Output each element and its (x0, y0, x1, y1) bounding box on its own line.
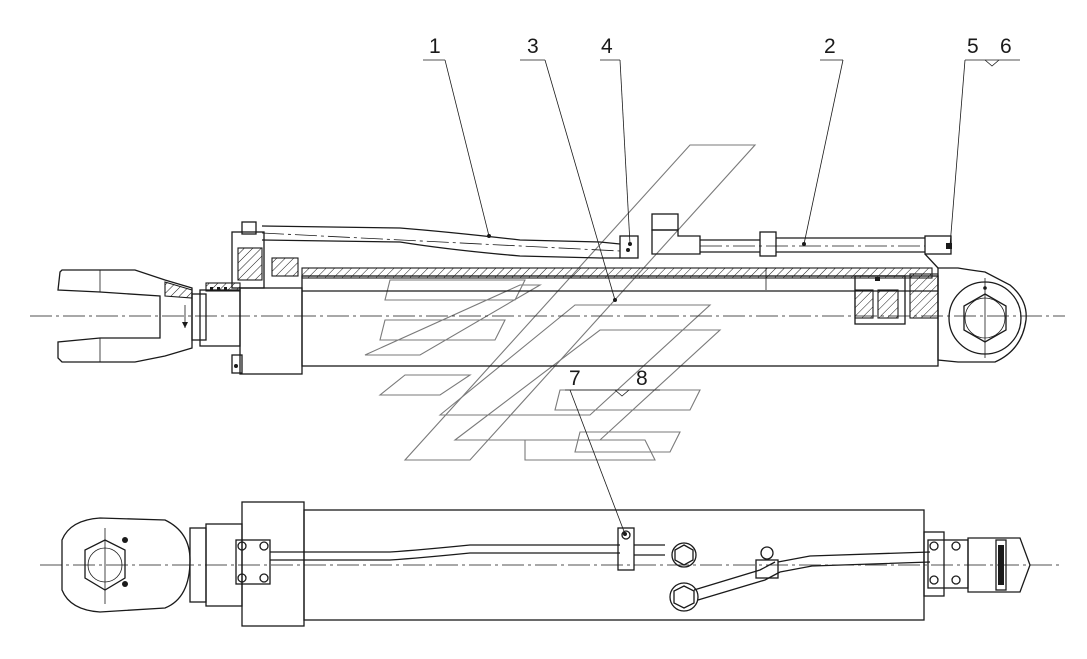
seal-mark-1 (210, 287, 213, 291)
bottom-clamp-left (617, 527, 635, 571)
bottom-right-end (967, 537, 1031, 593)
clevis-arrow-head (182, 322, 188, 328)
tube-end-connector (924, 253, 939, 269)
bottom-tube-upper (270, 544, 620, 553)
bottom-tube-right-lower (779, 561, 931, 573)
piston-seal-mark (875, 277, 880, 281)
gland-hatch (205, 282, 241, 292)
left-eye-hole-1 (122, 537, 128, 543)
gland-bolt-dot (234, 364, 238, 368)
bottom-branch-nut (669, 582, 699, 612)
watermark-logo (364, 144, 757, 461)
tube-centerline (261, 232, 621, 252)
tube-lower (261, 239, 620, 259)
gland-bolt-tr (259, 541, 269, 551)
callout-6: 6 (1000, 35, 1012, 58)
piston-hatch-1 (854, 289, 874, 319)
right-bolt-tl (929, 541, 939, 551)
bottom-branch-clamp (755, 559, 779, 579)
piston-hatch-2 (877, 289, 899, 319)
gland-housing (239, 287, 303, 375)
end-cap-hatch (909, 273, 939, 319)
tube-clamp-left-dot (626, 248, 630, 252)
rod-end (191, 293, 207, 341)
bottom-fitting-hex (674, 544, 694, 566)
bottom-branch-lower (697, 571, 781, 601)
bottom-tube-lower (270, 552, 620, 561)
bottom-branch-hex (673, 585, 695, 609)
callout-numbers: 1 3 4 2 5 6 7 8 (429, 35, 1012, 390)
tube-clamp-left (619, 235, 639, 259)
rear-port-block (231, 231, 265, 289)
callout-7: 7 (569, 367, 581, 390)
seal-mark-3 (224, 287, 227, 291)
bottom-gland-block (241, 501, 305, 627)
callout-3: 3 (527, 35, 539, 58)
seal-mark-2 (217, 287, 220, 291)
gland-bolt-tl (237, 541, 247, 551)
right-bolt-br (951, 575, 961, 585)
bottom-clamp-left-bolt (621, 530, 631, 540)
elbow-cap (651, 213, 679, 231)
rear-port-bolt (241, 221, 257, 235)
callout-leaders (423, 59, 1020, 535)
tube-upper (261, 225, 621, 245)
callout-5: 5 (967, 35, 979, 58)
bottom-right-flange (927, 539, 969, 589)
callout-1: 1 (429, 35, 441, 58)
callout-2: 2 (824, 35, 836, 58)
bottom-tube-right-upper (777, 551, 931, 563)
rear-port-hatch (237, 247, 263, 281)
barrel (301, 275, 939, 367)
bottom-right-cap (923, 531, 945, 597)
port-nut-hatch (271, 257, 299, 277)
callout-4: 4 (601, 35, 613, 58)
left-eye-hole-2 (122, 581, 128, 587)
bottom-fitting-nut (671, 542, 697, 568)
bottom-right-band (995, 539, 1007, 591)
bottom-view (40, 501, 1060, 627)
tube-clamp-right (759, 231, 777, 257)
barrel-wall-hatch (301, 267, 933, 279)
right-bolt-tr (951, 541, 961, 551)
gland-bolt (231, 354, 243, 374)
gland-bolt-br (259, 573, 269, 583)
top-view (30, 213, 1065, 536)
right-eye-end (937, 267, 1027, 363)
gland-bolt-bl (237, 573, 247, 583)
bottom-branch-upper (693, 561, 776, 591)
bottom-gland-flange (235, 539, 271, 585)
elbow-fitting (651, 229, 701, 255)
bottom-branch-bolt (760, 546, 774, 560)
right-bolt-bl (929, 575, 939, 585)
callout-8: 8 (636, 367, 648, 390)
bottom-right-band-fill (998, 545, 1004, 585)
left-clevis (57, 269, 193, 363)
